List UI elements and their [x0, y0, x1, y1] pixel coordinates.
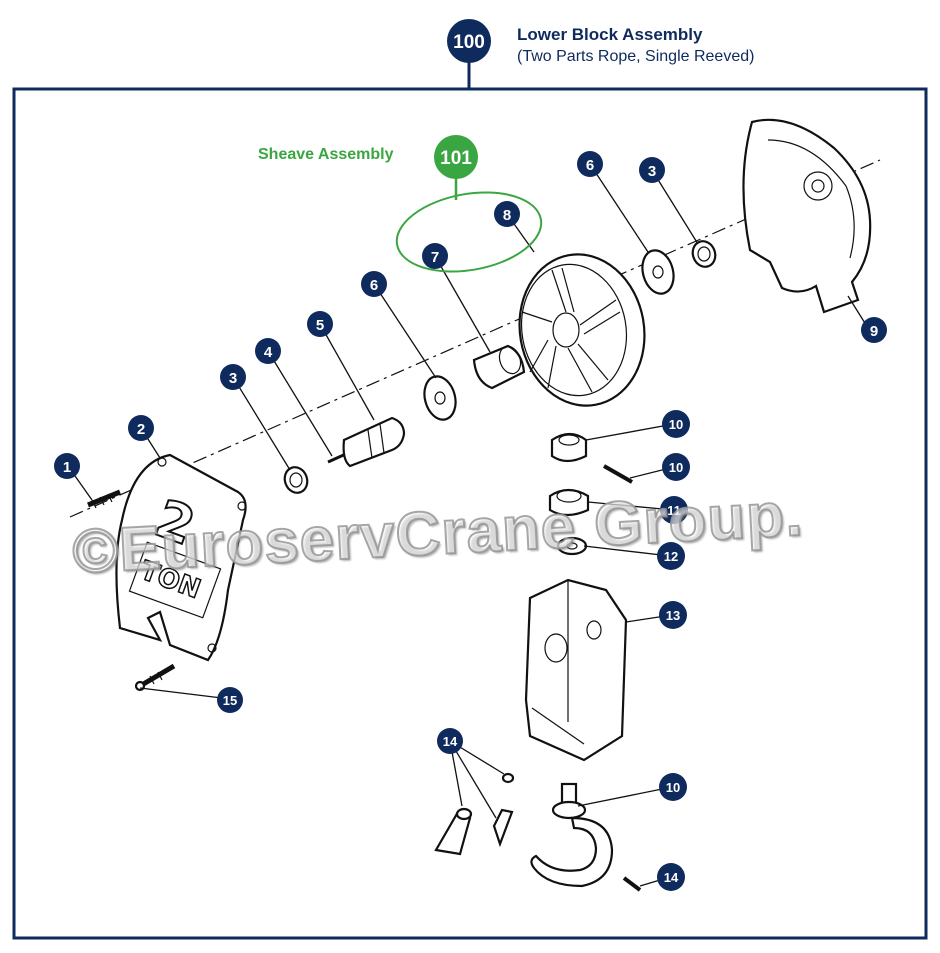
- svg-text:3: 3: [648, 163, 656, 180]
- sheave-wheel-part-8: [518, 253, 646, 407]
- callout-badge[interactable]: 4: [255, 338, 281, 364]
- svg-text:14: 14: [443, 734, 458, 749]
- callout-badge[interactable]: 5: [307, 311, 333, 337]
- nut-part-3-left: [283, 466, 309, 494]
- assembly-title-block: Lower Block Assembly (Two Parts Rope, Si…: [517, 25, 754, 66]
- washer-part-6-right: [641, 249, 675, 295]
- callout-badge[interactable]: 14: [657, 863, 685, 891]
- svg-text:6: 6: [370, 277, 378, 294]
- svg-text:7: 7: [431, 249, 439, 266]
- pin-part-10: [603, 464, 633, 484]
- callout-badge[interactable]: 6: [577, 151, 603, 177]
- svg-text:5: 5: [316, 317, 324, 334]
- assembly-title: Lower Block Assembly: [517, 25, 703, 44]
- callout-badge[interactable]: 3: [220, 364, 246, 390]
- svg-text:2: 2: [137, 421, 145, 438]
- collar-part-11: [548, 488, 590, 517]
- callout-badge[interactable]: 10: [659, 773, 687, 801]
- callout-badge[interactable]: 6: [361, 271, 387, 297]
- svg-text:101: 101: [440, 148, 472, 169]
- callout-badge[interactable]: 9: [861, 317, 887, 343]
- nut-part-3-right: [691, 240, 717, 268]
- sheave-assembly-label: Sheave Assembly: [258, 146, 394, 163]
- svg-text:3: 3: [229, 370, 237, 387]
- svg-text:11: 11: [667, 503, 681, 518]
- svg-text:6: 6: [586, 157, 594, 174]
- assembly-subtitle: (Two Parts Rope, Single Reeved): [517, 48, 755, 65]
- svg-text:15: 15: [223, 693, 237, 708]
- callout-badge[interactable]: 2: [128, 415, 154, 441]
- callout-badge[interactable]: 13: [659, 601, 687, 629]
- svg-text:9: 9: [870, 323, 878, 340]
- callout-badge[interactable]: 100: [447, 19, 491, 63]
- svg-text:4: 4: [264, 344, 273, 361]
- svg-text:12: 12: [664, 549, 678, 564]
- callout-badge[interactable]: 1: [54, 453, 80, 479]
- side-plate-right: [742, 118, 872, 314]
- svg-text:13: 13: [666, 608, 680, 623]
- callout-badge[interactable]: 12: [657, 542, 685, 570]
- svg-text:100: 100: [453, 32, 485, 53]
- bolt-part-15: [134, 663, 176, 692]
- shaft-part-5: [342, 416, 406, 468]
- svg-text:10: 10: [669, 460, 683, 475]
- callout-badge-sheave[interactable]: 101: [434, 135, 478, 179]
- callout-badge[interactable]: 3: [639, 157, 665, 183]
- svg-text:10: 10: [669, 417, 683, 432]
- latch-part-14: [434, 772, 642, 892]
- callout-badge[interactable]: 14: [437, 728, 463, 754]
- side-plate-left: [115, 453, 247, 662]
- callout-badge[interactable]: 11: [660, 496, 688, 524]
- callout-badges: 100 101 1 2 3 4 5 6 7 8 6 3 9 10 10 11 1…: [54, 19, 887, 891]
- nut-part-10-top: [550, 432, 588, 463]
- callout-badge[interactable]: 7: [422, 243, 448, 269]
- callout-badge[interactable]: 8: [494, 201, 520, 227]
- callout-badge[interactable]: 10: [662, 410, 690, 438]
- callout-badge[interactable]: 15: [217, 687, 243, 713]
- sheave-assembly-outline: [395, 191, 543, 273]
- yoke-part-13: [524, 578, 628, 762]
- bolt-part-1: [87, 489, 121, 509]
- hook: [530, 782, 614, 888]
- svg-text:10: 10: [666, 780, 680, 795]
- washer-part-6-left: [423, 375, 457, 421]
- callout-badge[interactable]: 10: [662, 453, 690, 481]
- svg-text:14: 14: [664, 870, 679, 885]
- svg-text:8: 8: [503, 207, 511, 224]
- bushing-part-7: [472, 344, 526, 390]
- svg-text:1: 1: [63, 459, 71, 476]
